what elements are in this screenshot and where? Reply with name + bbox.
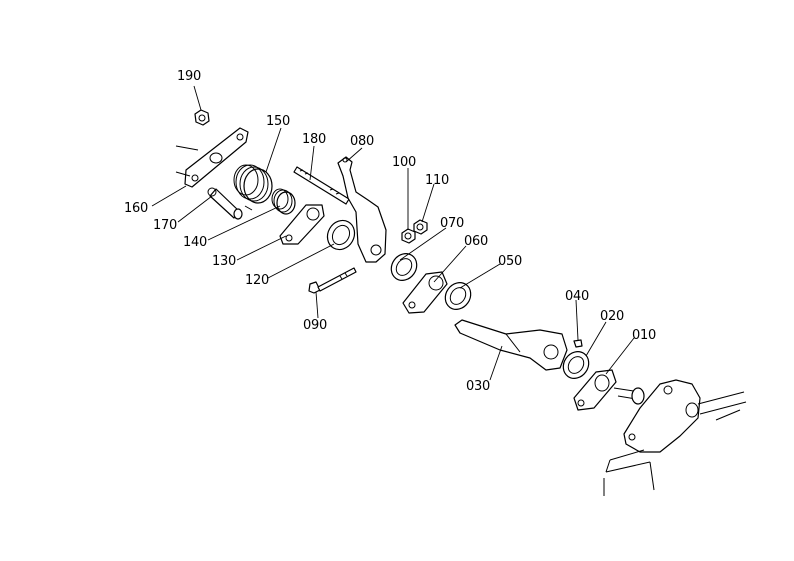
callout-120: 120 [245,273,269,288]
part-070-washer [390,253,418,281]
callout-100: 100 [392,155,416,170]
part-030-arm [454,319,568,371]
callout-050: 050 [498,254,522,269]
callout-010: 010 [632,328,656,343]
callout-180: 180 [302,132,326,147]
part-120-washer [326,219,356,251]
callout-190: 190 [177,69,201,84]
leader-lines [151,85,635,381]
callout-020: 020 [600,309,624,324]
part-080-lever [337,156,387,263]
part-110-nut [413,219,428,235]
callout-140: 140 [183,235,207,250]
callout-160: 160 [124,201,148,216]
part-090-bolt [308,267,357,294]
callout-060: 060 [464,234,488,249]
part-020-washer [562,351,590,379]
callout-150: 150 [266,114,290,129]
callout-070: 070 [440,216,464,231]
callout-080: 080 [350,134,374,149]
part-140-spring [271,188,296,215]
part-010-gasket [573,369,617,411]
part-180-stud [293,166,350,205]
part-130-link [279,204,325,245]
part-160-plate [175,127,249,188]
part-060-link [402,271,448,314]
callout-040: 040 [565,289,589,304]
callout-030: 030 [466,379,490,394]
callout-090: 090 [303,318,327,333]
callout-130: 130 [212,254,236,269]
part-housing [603,379,747,496]
callout-170: 170 [153,218,177,233]
part-190-nut [194,109,210,126]
part-100-nut [401,228,416,244]
part-040-key [573,339,583,348]
callout-110: 110 [425,173,449,188]
part-170-pin [207,187,253,220]
part-150-spring [233,164,273,204]
